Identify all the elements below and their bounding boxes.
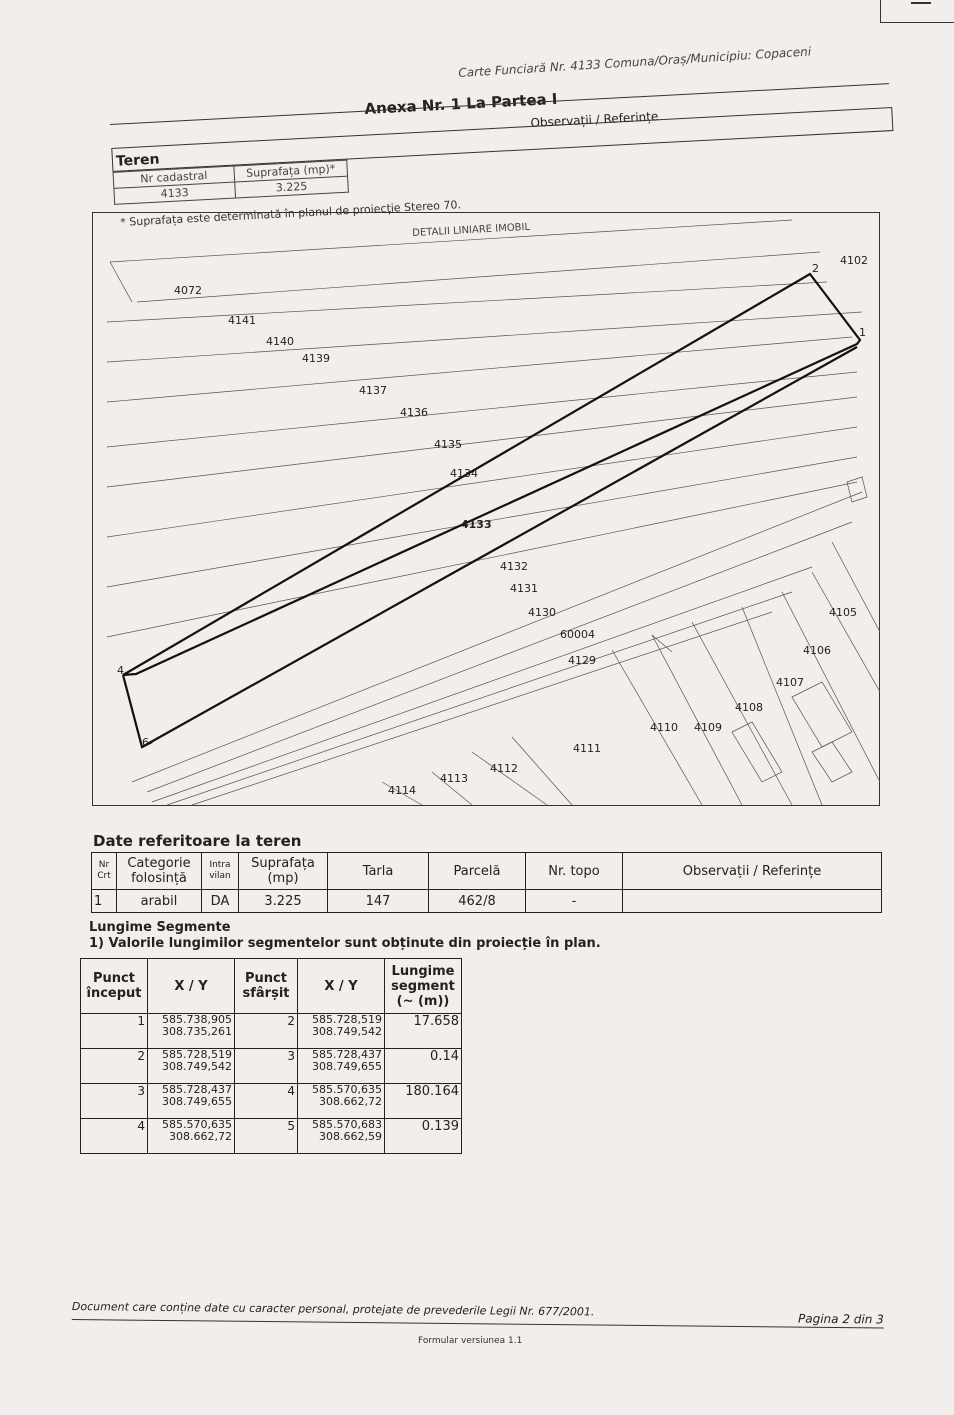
start-point: 2 [80, 1048, 148, 1084]
parcel-label: 4141 [228, 314, 256, 327]
map-frame [92, 212, 880, 806]
nr-topo-header: Nr. topo [525, 852, 623, 890]
parcel-label: 4134 [450, 467, 478, 480]
parcel-label: 4139 [302, 352, 330, 365]
parcel-label: 4110 [650, 721, 678, 734]
parcel-label: 4132 [500, 560, 528, 573]
corner-frame [880, 0, 954, 23]
footer-privacy-note: Document care conține date cu caracter p… [71, 1300, 595, 1319]
punct-inceput-header: Punct început [80, 958, 148, 1014]
end-point: 3 [234, 1048, 298, 1084]
page-number: Pagina 2 din 3 [797, 1311, 884, 1327]
point-label-6: 6 [142, 736, 149, 749]
categorie-value: arabil [116, 889, 202, 913]
parcel-label: 4112 [490, 762, 518, 775]
lungime-segmente-subtitle: 1) Valorile lungimilor segmentelor sunt … [89, 936, 601, 951]
footer-note: Document care conține date cu caracter p… [71, 1300, 884, 1329]
nr-topo-value: - [525, 889, 623, 913]
parcel-label: 4108 [735, 701, 763, 714]
observatii-header: Observații / Referințe [622, 852, 882, 890]
parcel-label: 4130 [528, 606, 556, 619]
date-teren-table: Nr Crt Categorie folosință Intra vilan S… [91, 852, 882, 913]
parcel-label: 4140 [266, 335, 294, 348]
observatii-value [622, 889, 882, 913]
teren-section: Teren Observații / Referințe Nr cadastra… [110, 83, 894, 205]
start-point: 3 [80, 1083, 148, 1119]
segment-length: 0.139 [384, 1118, 462, 1154]
nr-crt-header: Nr Crt [91, 852, 117, 890]
parcel-label: 4129 [568, 654, 596, 667]
parcel-label: 4111 [573, 742, 601, 755]
suprafata-value: 3.225 [238, 889, 328, 913]
anexa-title: Anexa Nr. 1 La Partea I [364, 89, 558, 118]
parcel-label: 4114 [388, 784, 416, 797]
lungime-segmente-title: Lungime Segmente [89, 920, 231, 935]
end-point: 5 [234, 1118, 298, 1154]
parcel-label: 60004 [560, 628, 595, 641]
segment-length: 17.658 [384, 1013, 462, 1049]
carte-funciara-header: Carte Funciară Nr. 4133 Comuna/Oraș/Muni… [458, 44, 812, 80]
segment-length: 180.164 [384, 1083, 462, 1119]
parcel-lines [106, 219, 880, 806]
punct-sfarsit-header: Punct sfârșit [234, 958, 298, 1014]
point-label-1: 1 [859, 326, 866, 339]
tarla-header: Tarla [327, 852, 429, 890]
segment-table: Punct început X / Y Punct sfârșit X / Y … [80, 958, 462, 1154]
point-label-4: 4 [117, 664, 124, 677]
xy-end-header: X / Y [297, 958, 385, 1014]
parcel-label: 4102 [840, 254, 868, 267]
lungime-header: Lungime segment (~ (m)) [384, 958, 462, 1014]
start-point: 1 [80, 1013, 148, 1049]
tarla-value: 147 [327, 889, 429, 913]
parcela-header: Parcelă [428, 852, 526, 890]
end-point: 2 [234, 1013, 298, 1049]
parcel-label: 4137 [359, 384, 387, 397]
segment-length: 0.14 [384, 1048, 462, 1084]
point-label-2: 2 [812, 262, 819, 275]
intravilan-value: DA [201, 889, 239, 913]
parcel-label: 4131 [510, 582, 538, 595]
start-point: 4 [80, 1118, 148, 1154]
parcel-label: 4135 [434, 438, 462, 451]
parcel-label: 4106 [803, 644, 831, 657]
suprafata-header: Suprafața (mp) [238, 852, 328, 890]
parcel-label: 4109 [694, 721, 722, 734]
cadastral-map: 2 1 4 6 4102 4072 4141 4140 4139 4137 41… [92, 212, 880, 806]
categorie-header: Categorie folosință [116, 852, 202, 890]
parcel-4133-boundary [122, 272, 862, 677]
parcel-label: 4105 [829, 606, 857, 619]
parcel-label-4133: 4133 [461, 518, 492, 531]
parcel-label: 4113 [440, 772, 468, 785]
parcela-value: 462/8 [428, 889, 526, 913]
intravilan-header: Intra vilan [201, 852, 239, 890]
nr-crt-value: 1 [91, 889, 117, 913]
form-version: Formular versiunea 1.1 [418, 1336, 523, 1346]
parcel-label: 4072 [174, 284, 202, 297]
parcel-label: 4107 [776, 676, 804, 689]
teren-label: Teren [115, 151, 160, 170]
parcel-label: 4136 [400, 406, 428, 419]
xy-start-header: X / Y [147, 958, 235, 1014]
end-point: 4 [234, 1083, 298, 1119]
parcel-4133-south-edge [141, 346, 858, 748]
date-teren-title: Date referitoare la teren [93, 832, 302, 850]
